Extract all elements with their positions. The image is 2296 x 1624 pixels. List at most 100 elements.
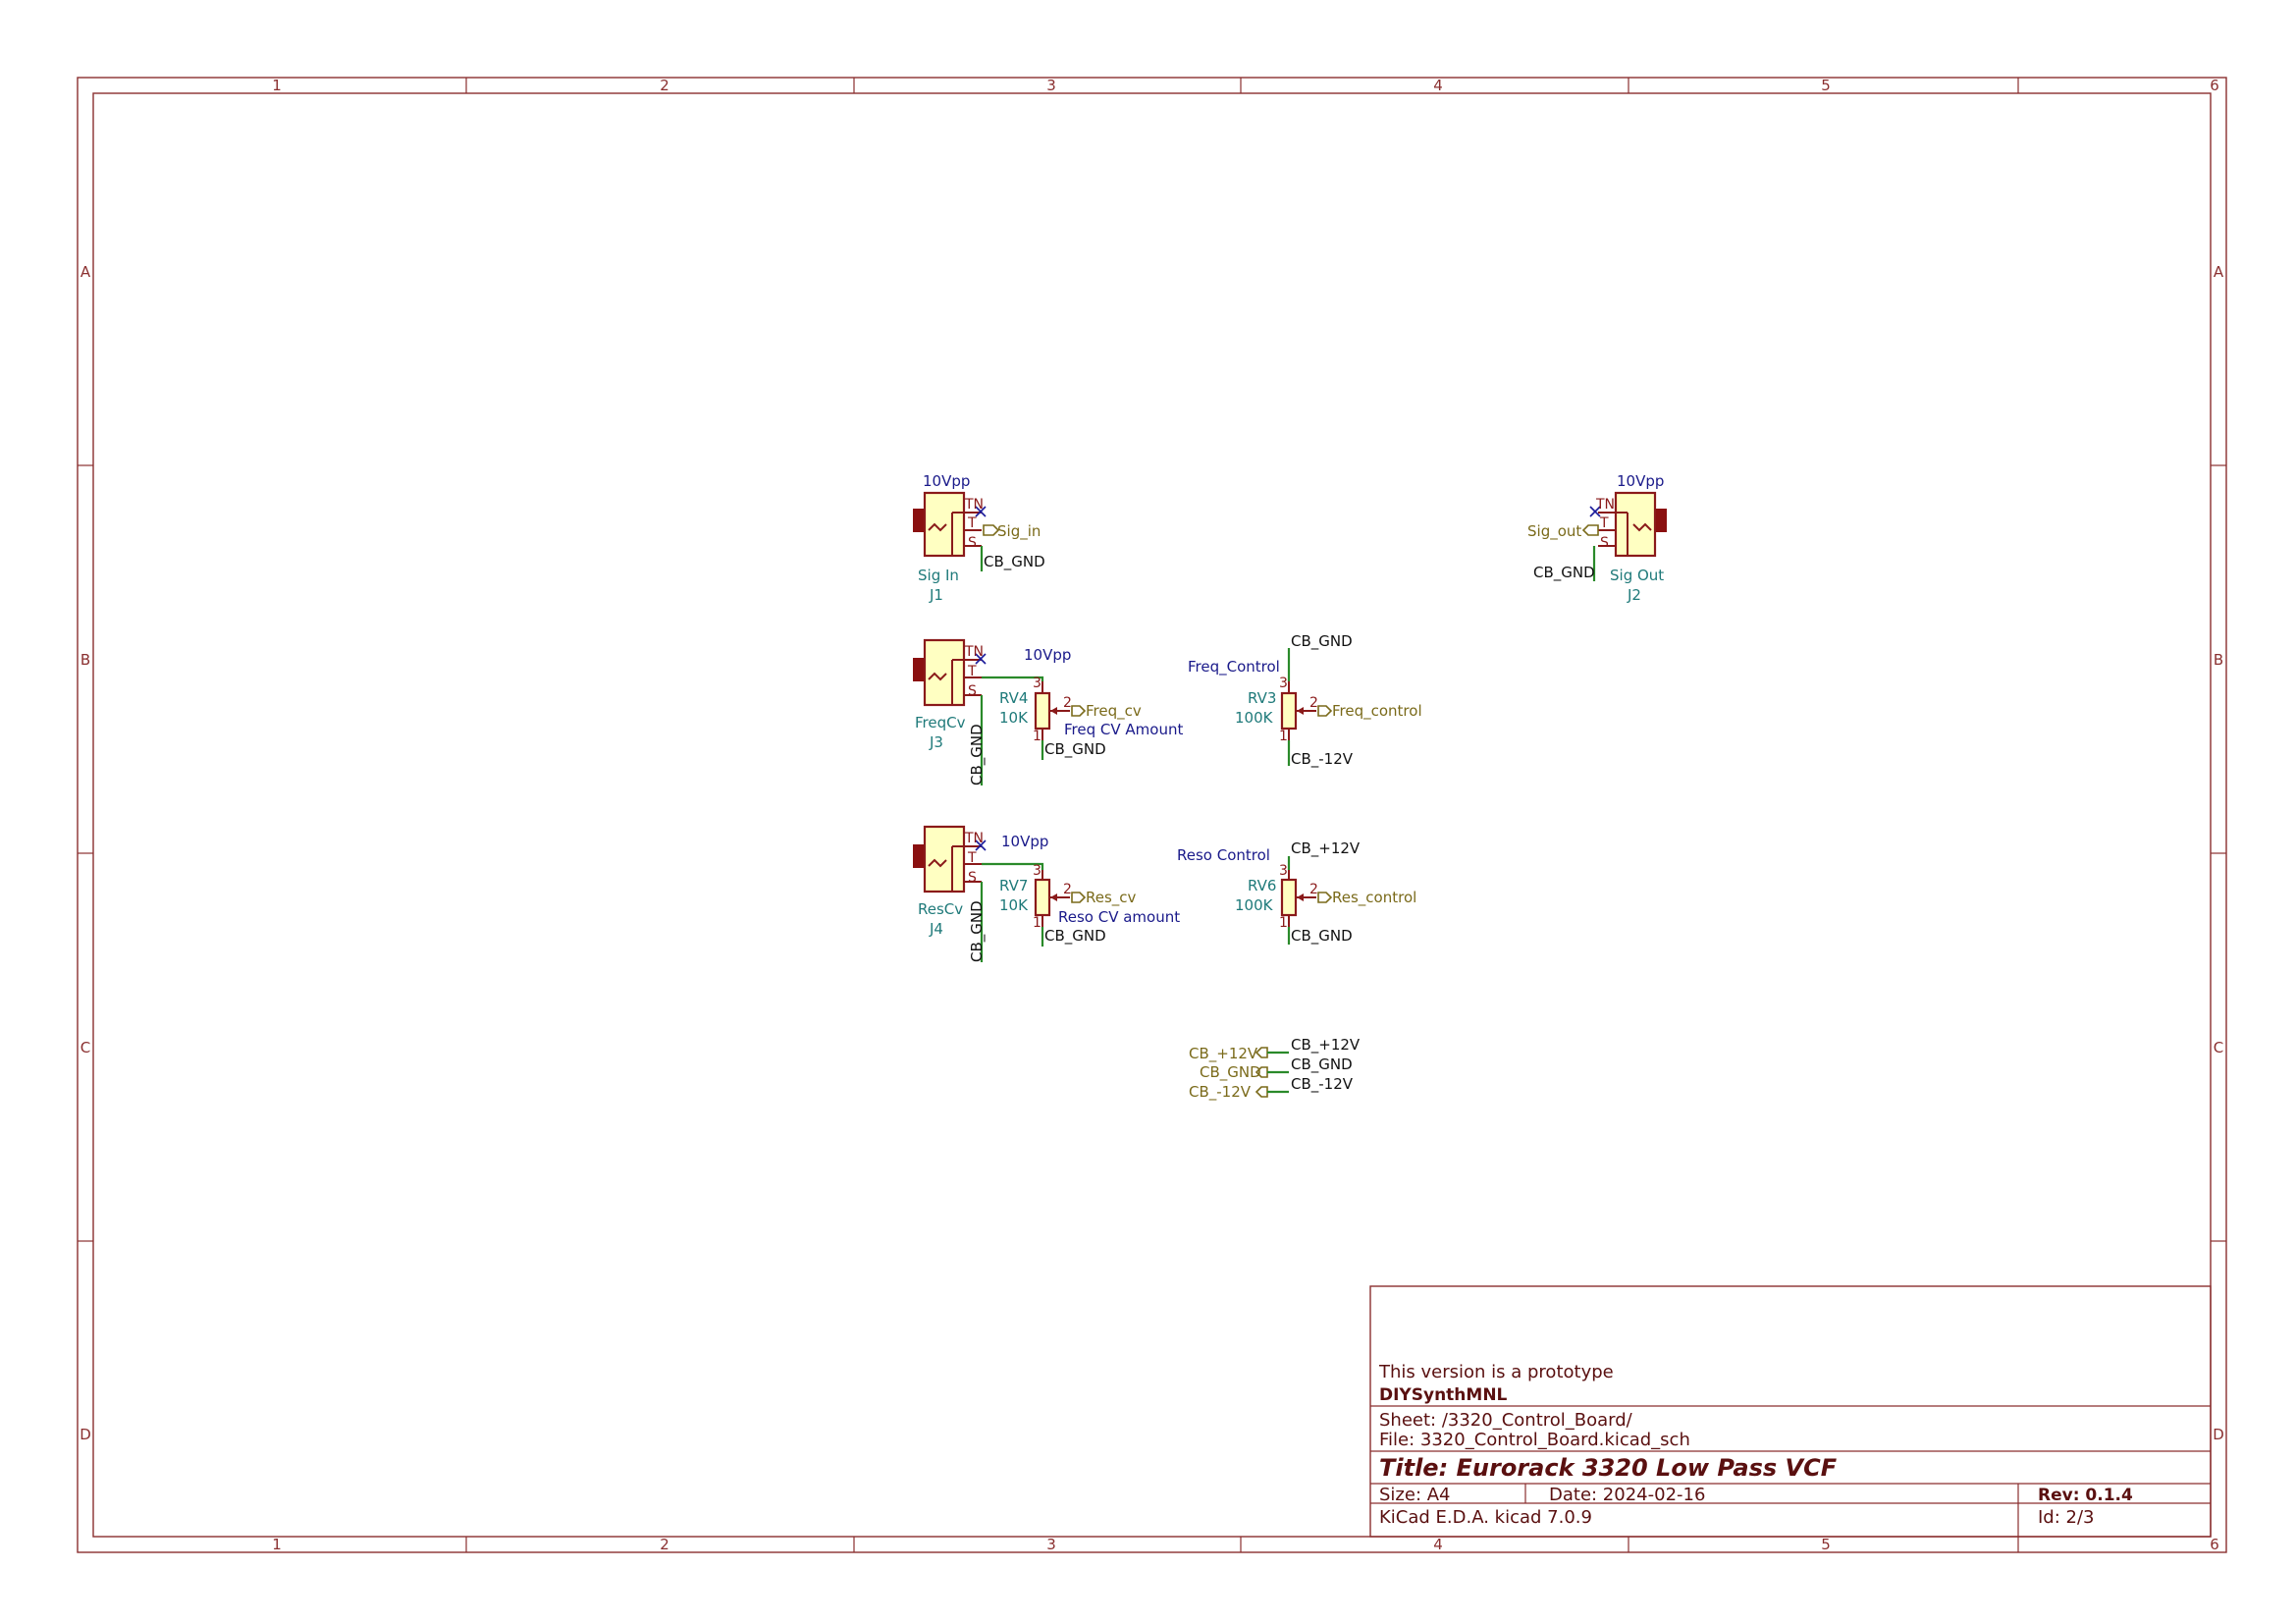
net-label-sig-in: Sig_in [997, 522, 1041, 541]
jack-value: Sig In [918, 567, 959, 584]
pin-tn: TN [1595, 497, 1615, 513]
net-label-res-control: Res_control [1332, 889, 1416, 907]
pin-top-number: 3 [1279, 863, 1288, 879]
net-label-gnd: CB_GND [1044, 740, 1106, 759]
jack-j3[interactable]: TN T S FreqCv J3 CB_GND [913, 638, 987, 785]
col-label-top-1: 1 [272, 77, 282, 94]
pin-tn: TN [964, 831, 984, 846]
jack-ref: J2 [1627, 586, 1641, 604]
row-label-left-b: B [80, 651, 90, 669]
pot-ref: RV6 [1248, 877, 1276, 894]
net-label-gnd: CB_GND [1291, 927, 1353, 946]
col-label-bottom-4: 4 [1433, 1536, 1443, 1553]
net-label-m12: CB_-12V [1291, 750, 1354, 769]
pin-t: T [967, 515, 977, 531]
net-label-gnd: CB_GND [1291, 632, 1353, 651]
pin-wiper-number: 2 [1309, 695, 1318, 711]
pin-s: S [1600, 535, 1609, 551]
wire-j3-to-rv4 [982, 676, 1044, 681]
global-label-arrow [1581, 524, 1599, 536]
pin-top-number: 3 [1033, 676, 1041, 691]
potentiometer-rv7[interactable]: 3 2 1 RV7 10K Res_cv Reso CV amount CB_G… [999, 863, 1180, 947]
row-label-left-a: A [80, 263, 91, 281]
net-label-gnd: CB_GND [968, 900, 987, 962]
col-label-bottom-1: 1 [272, 1536, 282, 1553]
jack-ref: J3 [929, 733, 943, 751]
net-label-gnd: CB_GND [1533, 564, 1595, 582]
potentiometer-rv4[interactable]: 3 2 1 RV4 10K Freq_cv Freq CV Amount CB_… [999, 676, 1183, 760]
net-label-p12: CB_+12V [1291, 1036, 1361, 1055]
pin-bottom-number: 1 [1279, 729, 1288, 744]
potentiometer-rv6[interactable]: CB_+12V 3 2 1 RV6 100K Reso Control Res_… [1177, 839, 1416, 946]
row-label-right-d: D [2213, 1426, 2224, 1443]
net-label-p12: CB_+12V [1291, 839, 1361, 858]
pin-top-number: 3 [1033, 863, 1041, 879]
global-label-gnd: CB_GND [1200, 1063, 1261, 1082]
pot-ref: RV4 [999, 689, 1028, 707]
global-label-arrow [983, 524, 1000, 536]
pin-t: T [1599, 515, 1609, 531]
row-label-left-d: D [80, 1426, 91, 1443]
pin-s: S [968, 683, 977, 699]
jack-j1[interactable]: TN T S Sig_in CB_GND 10Vpp Sig In J1 [913, 472, 1045, 604]
pot-value: 100K [1235, 896, 1274, 914]
titleblock-comment: This version is a prototype [1378, 1362, 1614, 1382]
net-label-gnd: CB_GND [968, 724, 987, 785]
pin-bottom-number: 1 [1033, 729, 1041, 744]
pot-value: 10K [999, 709, 1029, 727]
pin-tn: TN [964, 644, 984, 660]
jack-value: ResCv [918, 900, 963, 918]
pot-ref: RV7 [999, 877, 1028, 894]
pot-label: Freq_Control [1188, 658, 1280, 677]
titleblock-size: Size: A4 [1379, 1485, 1451, 1505]
col-label-bottom-5: 5 [1821, 1536, 1831, 1553]
net-label-res-cv: Res_cv [1086, 889, 1137, 907]
col-label-top-5: 5 [1821, 77, 1831, 94]
pot-label: Reso CV amount [1058, 908, 1180, 926]
titleblock-id: Id: 2/3 [2038, 1507, 2095, 1528]
jack-value: FreqCv [915, 714, 966, 731]
titleblock-sheet: Sheet: /3320_Control_Board/ [1379, 1410, 1633, 1431]
col-label-top-6: 6 [2210, 77, 2219, 94]
jack-j2[interactable]: TN T S Sig_out CB_GND 10Vpp Sig Out J2 [1527, 472, 1667, 604]
pot-label: Reso Control [1177, 846, 1270, 864]
net-label-gnd: CB_GND [984, 553, 1045, 571]
net-label-freq-cv: Freq_cv [1086, 702, 1142, 721]
titleblock-rev: Rev: 0.1.4 [2038, 1486, 2133, 1505]
net-label-freq-control: Freq_control [1332, 702, 1422, 721]
pin-wiper-number: 2 [1063, 882, 1072, 897]
col-label-bottom-3: 3 [1046, 1536, 1056, 1553]
col-label-top-4: 4 [1433, 77, 1443, 94]
col-label-top-2: 2 [660, 77, 669, 94]
net-10vpp-label: 10Vpp [1001, 833, 1048, 850]
pin-wiper-number: 2 [1309, 882, 1318, 897]
jack-j4[interactable]: TN T S ResCv J4 CB_GND [913, 825, 987, 962]
power-net-labels: CB_+12V CB_+12V CB_GND CB_GND CB_-12V CB… [1189, 1036, 1361, 1102]
net-label-gnd: CB_GND [1044, 927, 1106, 946]
net-10vpp-label: 10Vpp [1024, 646, 1071, 664]
row-label-left-c: C [80, 1039, 90, 1056]
net-label-sig-out: Sig_out [1527, 522, 1581, 541]
pin-t: T [967, 850, 977, 866]
pot-value: 10K [999, 896, 1029, 914]
global-label-p12: CB_+12V [1189, 1045, 1258, 1063]
titleblock-title: Title: Eurorack 3320 Low Pass VCF [1379, 1454, 1838, 1482]
titleblock-date: Date: 2024-02-16 [1549, 1485, 1705, 1505]
row-label-right-c: C [2214, 1039, 2223, 1056]
net-label-gnd: CB_GND [1291, 1056, 1353, 1074]
row-label-right-b: B [2214, 651, 2223, 669]
pin-bottom-number: 1 [1279, 915, 1288, 931]
titleblock-tool: KiCad E.D.A. kicad 7.0.9 [1379, 1507, 1592, 1528]
jack-ref: J1 [929, 586, 943, 604]
jack-value: Sig Out [1610, 567, 1664, 584]
jack-net-10vpp: 10Vpp [1617, 472, 1664, 490]
pot-label: Freq CV Amount [1064, 721, 1183, 738]
jack-ref: J4 [929, 920, 943, 938]
potentiometer-rv3[interactable]: CB_GND 3 2 1 RV3 100K Freq_Control Freq_… [1188, 632, 1422, 769]
col-label-bottom-6: 6 [2210, 1536, 2219, 1553]
titleblock-company: DIYSynthMNL [1379, 1385, 1508, 1405]
row-label-right-a: A [2214, 263, 2224, 281]
pin-t: T [967, 664, 977, 679]
jack-net-10vpp: 10Vpp [923, 472, 970, 490]
col-label-top-3: 3 [1046, 77, 1056, 94]
